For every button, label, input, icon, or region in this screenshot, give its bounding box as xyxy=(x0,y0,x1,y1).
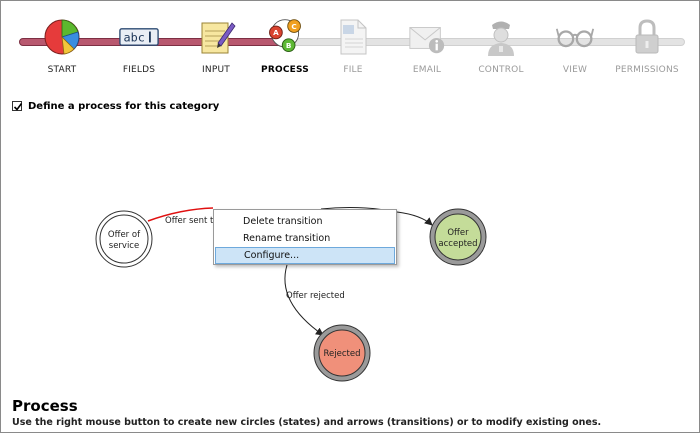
help-text: Use the right mouse button to create new… xyxy=(12,417,602,428)
officer-icon xyxy=(481,15,521,59)
state-label: Offer xyxy=(447,228,469,238)
transition-label-offer-rejected[interactable]: Offer rejected xyxy=(286,291,345,301)
state-offer-of-service[interactable]: Offer of service xyxy=(95,210,153,268)
transition-offer-sent[interactable] xyxy=(147,207,214,222)
wizard-step-fields[interactable]: abc FIELDS xyxy=(103,15,175,81)
wizard-step-file[interactable]: FILE xyxy=(317,15,389,81)
pie-chart-icon xyxy=(42,15,82,59)
state-label: accepted xyxy=(438,239,477,249)
notepad-pencil-icon xyxy=(196,15,236,59)
state-label: Rejected xyxy=(324,349,361,359)
wizard-step-process[interactable]: A C B PROCESS xyxy=(249,15,321,81)
document-icon xyxy=(333,15,373,59)
define-process-checkbox[interactable] xyxy=(12,101,23,111)
wizard-step-label: EMAIL xyxy=(412,65,442,75)
wizard-step-email[interactable]: EMAIL xyxy=(391,15,463,81)
glasses-icon xyxy=(555,15,595,59)
state-label: service xyxy=(109,241,139,251)
state-rejected[interactable]: Rejected xyxy=(313,324,371,382)
wizard-step-label: PERMISSIONS xyxy=(615,65,679,75)
wizard-step-label: START xyxy=(47,65,77,75)
wizard-step-input[interactable]: INPUT xyxy=(180,15,252,81)
email-info-icon xyxy=(407,15,447,59)
define-process-row[interactable]: Define a process for this category xyxy=(12,99,219,113)
process-badge-b: B xyxy=(286,41,292,50)
menu-item-configure[interactable]: Configure... xyxy=(215,247,395,264)
transition-label-offer-sent[interactable]: Offer sent to xyxy=(165,216,219,226)
checkmark-icon xyxy=(13,103,23,111)
wizard-step-label: FILE xyxy=(343,65,363,75)
wizard-step-label: INPUT xyxy=(202,65,230,75)
process-badge-c: C xyxy=(291,22,296,31)
wizard-bar: START abc FIELDS xyxy=(1,1,700,83)
menu-item-rename-transition[interactable]: Rename transition xyxy=(243,233,331,244)
menu-item-delete-transition[interactable]: Delete transition xyxy=(243,216,323,227)
define-process-label: Define a process for this category xyxy=(28,100,220,112)
state-offer-accepted[interactable]: Offer accepted xyxy=(429,208,487,266)
padlock-icon xyxy=(627,15,667,59)
wizard-step-label: CONTROL xyxy=(478,65,524,75)
wizard-step-permissions[interactable]: PERMISSIONS xyxy=(611,15,683,81)
wizard-step-label: PROCESS xyxy=(261,65,309,75)
wizard-step-label: VIEW xyxy=(562,65,588,75)
process-badge-a: A xyxy=(273,28,279,37)
state-label: Offer of xyxy=(108,230,141,240)
process-states-icon: A C B xyxy=(265,15,305,59)
help-title: Process xyxy=(12,397,78,415)
process-diagram: Offer sent to Offer rejected Offer of se… xyxy=(95,207,487,382)
process-canvas[interactable]: Offer sent to Offer rejected Offer of se… xyxy=(1,117,700,395)
svg-text:abc: abc xyxy=(124,31,145,45)
transition-offer-sent-tail xyxy=(396,211,433,226)
wizard-step-control[interactable]: CONTROL xyxy=(465,15,537,81)
text-field-icon: abc xyxy=(119,15,159,59)
wizard-step-view[interactable]: VIEW xyxy=(539,15,611,81)
transition-offer-rejected[interactable] xyxy=(284,264,324,336)
wizard-step-label: FIELDS xyxy=(122,65,156,75)
context-menu: Delete transition Rename transition Conf… xyxy=(213,209,397,265)
wizard-step-start[interactable]: START xyxy=(26,15,98,81)
